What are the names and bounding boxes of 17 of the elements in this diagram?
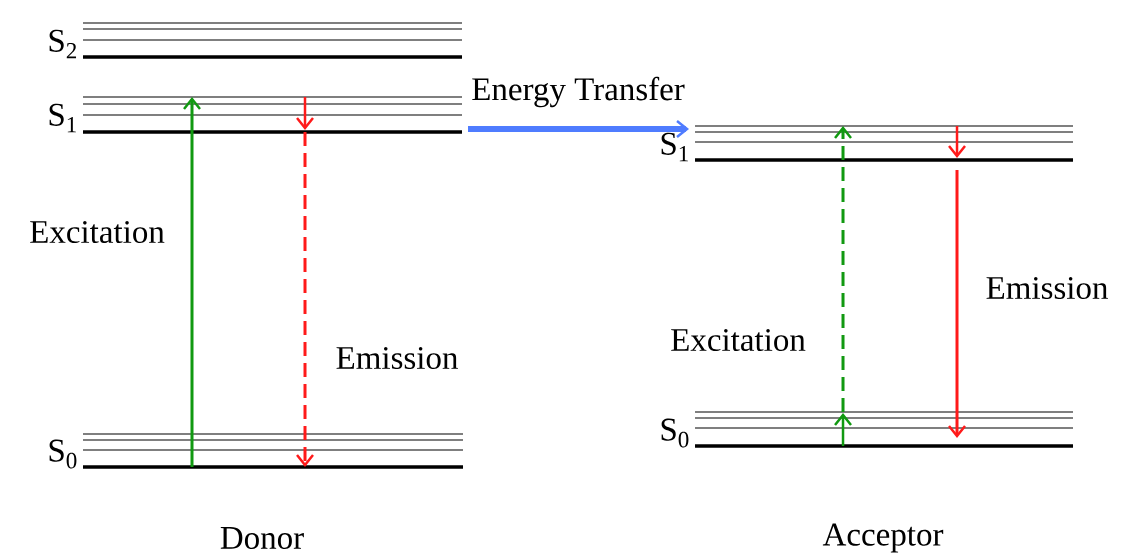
energy-level: S$_{0}$	[49, 433, 464, 469]
edge-label: Excitation	[28, 219, 166, 245]
arrow	[468, 120, 689, 138]
energy-level: S$_{1}$	[49, 96, 463, 134]
edge-label: Excitation	[669, 327, 807, 353]
arrow	[948, 170, 966, 438]
energy-level: S$_{1}$	[661, 125, 1074, 162]
edge-label: Emission	[984, 275, 1110, 301]
diagram-caption: Acceptor	[822, 523, 944, 553]
diagram-caption: Donor	[220, 527, 304, 549]
arrow	[834, 126, 852, 412]
energy-level: S$_{0}$	[661, 411, 1074, 448]
edge-label: Emission	[334, 345, 460, 371]
energy-level: S$_{2}$	[49, 22, 463, 59]
arrow	[183, 97, 201, 467]
arrow	[296, 132, 314, 467]
edge-label: Energy Transfer	[470, 75, 686, 109]
